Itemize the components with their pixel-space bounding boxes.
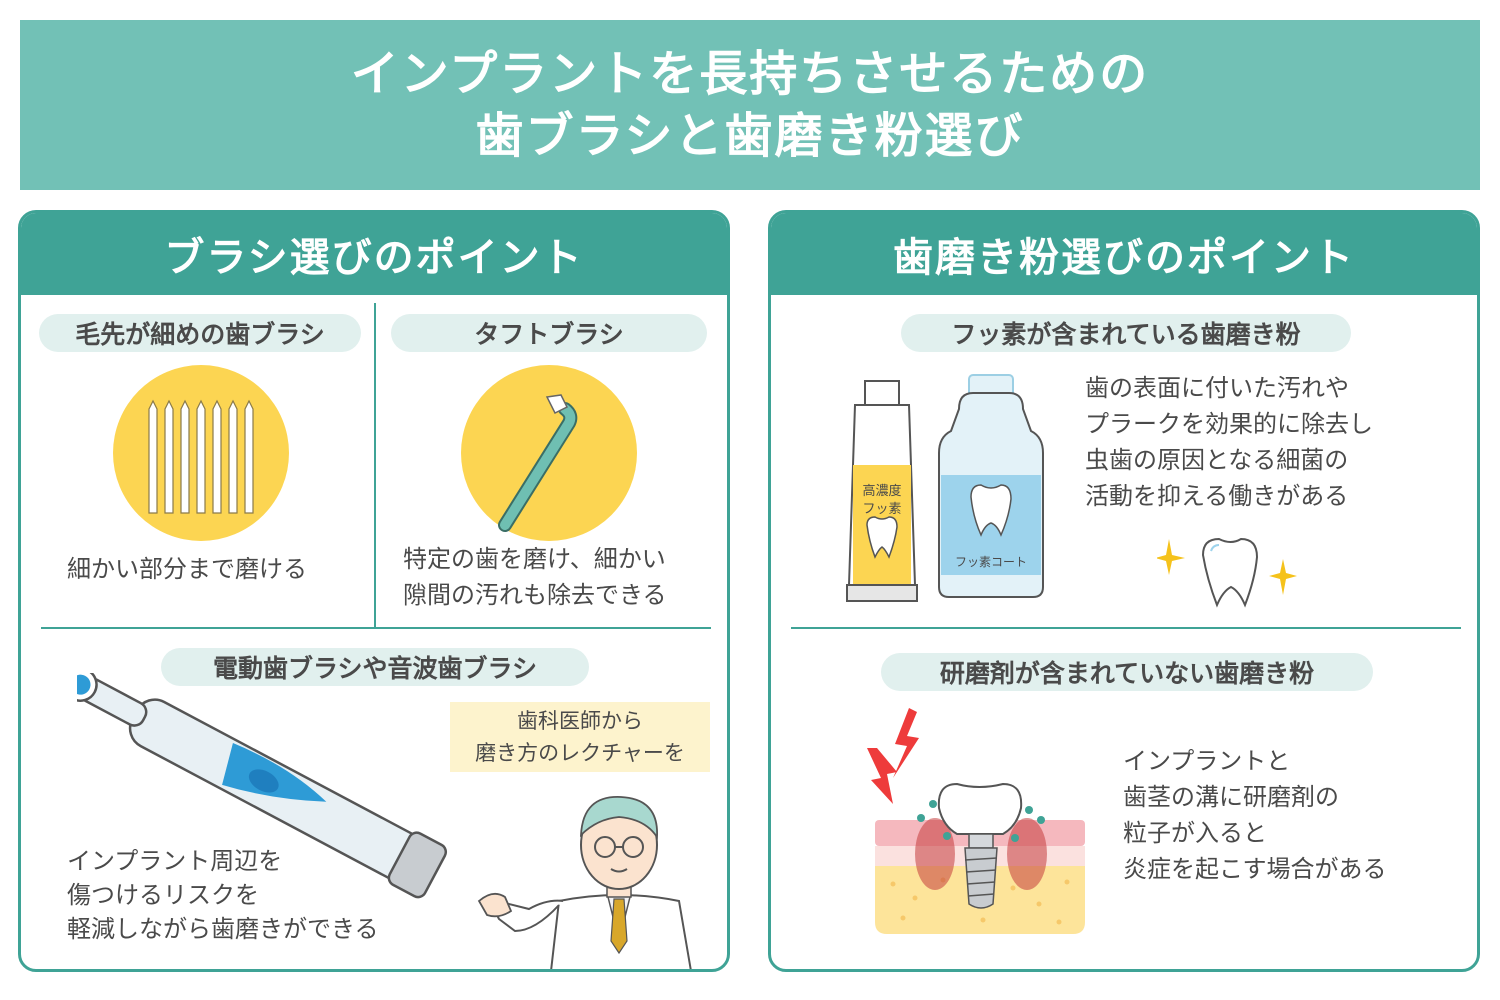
no-abrasive-description-line2: 歯茎の溝に研磨剤の [1123,783,1339,811]
tuft-brush-label: タフトブラシ [391,314,707,352]
fluoride-description-line2: プラークを効果的に除去し [1085,410,1373,438]
dentist-note-line2: 磨き方のレクチャーを [475,741,685,765]
page-title-line1: インプラントを長持ちさせるための [350,46,1150,102]
electric-brush-description-line3: 軽減しながら歯磨きができる [67,915,379,943]
no-abrasive-toothpaste-label: 研磨剤が含まれていない歯磨き粉 [881,653,1373,691]
brush-horizontal-divider [41,627,711,629]
fine-bristle-brush-icon [113,365,289,541]
sparkling-tooth-icon [1157,537,1297,608]
brush-panel-header: ブラシ選びのポイント [21,213,727,295]
page-title-line2: 歯ブラシと歯磨き粉選び [475,108,1025,164]
brush-vertical-divider [374,303,376,628]
fluoride-toothpaste-label: フッ素が含まれている歯磨き粉 [901,314,1351,352]
bottle-label: フッ素コート [955,555,1027,569]
pain-lightning-icon-left [867,748,897,804]
fluoride-tube-and-bottle-icon: 高濃度 フッ素 フッ素コート [846,374,1044,602]
fine-bristle-description: 細かい部分まで磨ける [67,555,307,583]
tuft-brush-description-line2: 隙間の汚れも除去できる [403,581,667,609]
no-abrasive-description-line1: インプラントと [1123,747,1291,775]
fluoride-description-line3: 虫歯の原因となる細菌の [1085,446,1349,474]
pain-lightning-icon-top [893,708,919,778]
fluoride-description-line4: 活動を抑える働きがある [1085,482,1349,510]
tube-label-line2: フッ素 [862,502,901,517]
sparkle-icon-left [1157,539,1185,575]
dentist-note: 歯科医師から 磨き方のレクチャーを [450,702,710,772]
dentist-note-line1: 歯科医師から [517,709,643,733]
dentist-illustration [477,796,692,969]
brush-panel: ブラシ選びのポイント 毛先が細めの歯ブラシ 細かい部分まで磨ける タフトブラシ … [18,210,730,972]
fine-bristle-label: 毛先が細めの歯ブラシ [39,314,361,352]
inflamed-implant-icon [867,708,1085,934]
toothpaste-panel-header: 歯磨き粉選びのポイント [771,213,1477,295]
fluoride-description-line1: 歯の表面に付いた汚れや [1085,374,1349,402]
no-abrasive-description-line3: 粒子が入ると [1123,819,1267,847]
toothpaste-horizontal-divider [791,627,1461,629]
toothpaste-panel: 歯磨き粉選びのポイント フッ素が含まれている歯磨き粉 高濃度 フッ素 フッ素コー… [768,210,1480,972]
electric-brush-description-line2: 傷つけるリスクを [67,881,259,909]
tuft-brush-icon [461,365,637,541]
tuft-brush-description-line1: 特定の歯を磨け、細かい [403,545,666,573]
title-banner: インプラントを長持ちさせるための 歯ブラシと歯磨き粉選び [20,20,1480,190]
tube-label-line1: 高濃度 [862,483,901,499]
sparkle-icon-right [1269,559,1297,595]
electric-brush-description-line1: インプラント周辺を [67,847,283,875]
electric-brush-label: 電動歯ブラシや音波歯ブラシ [161,648,589,686]
electric-toothbrush-icon [77,673,448,899]
no-abrasive-description-line4: 炎症を起こす場合がある [1123,855,1387,883]
